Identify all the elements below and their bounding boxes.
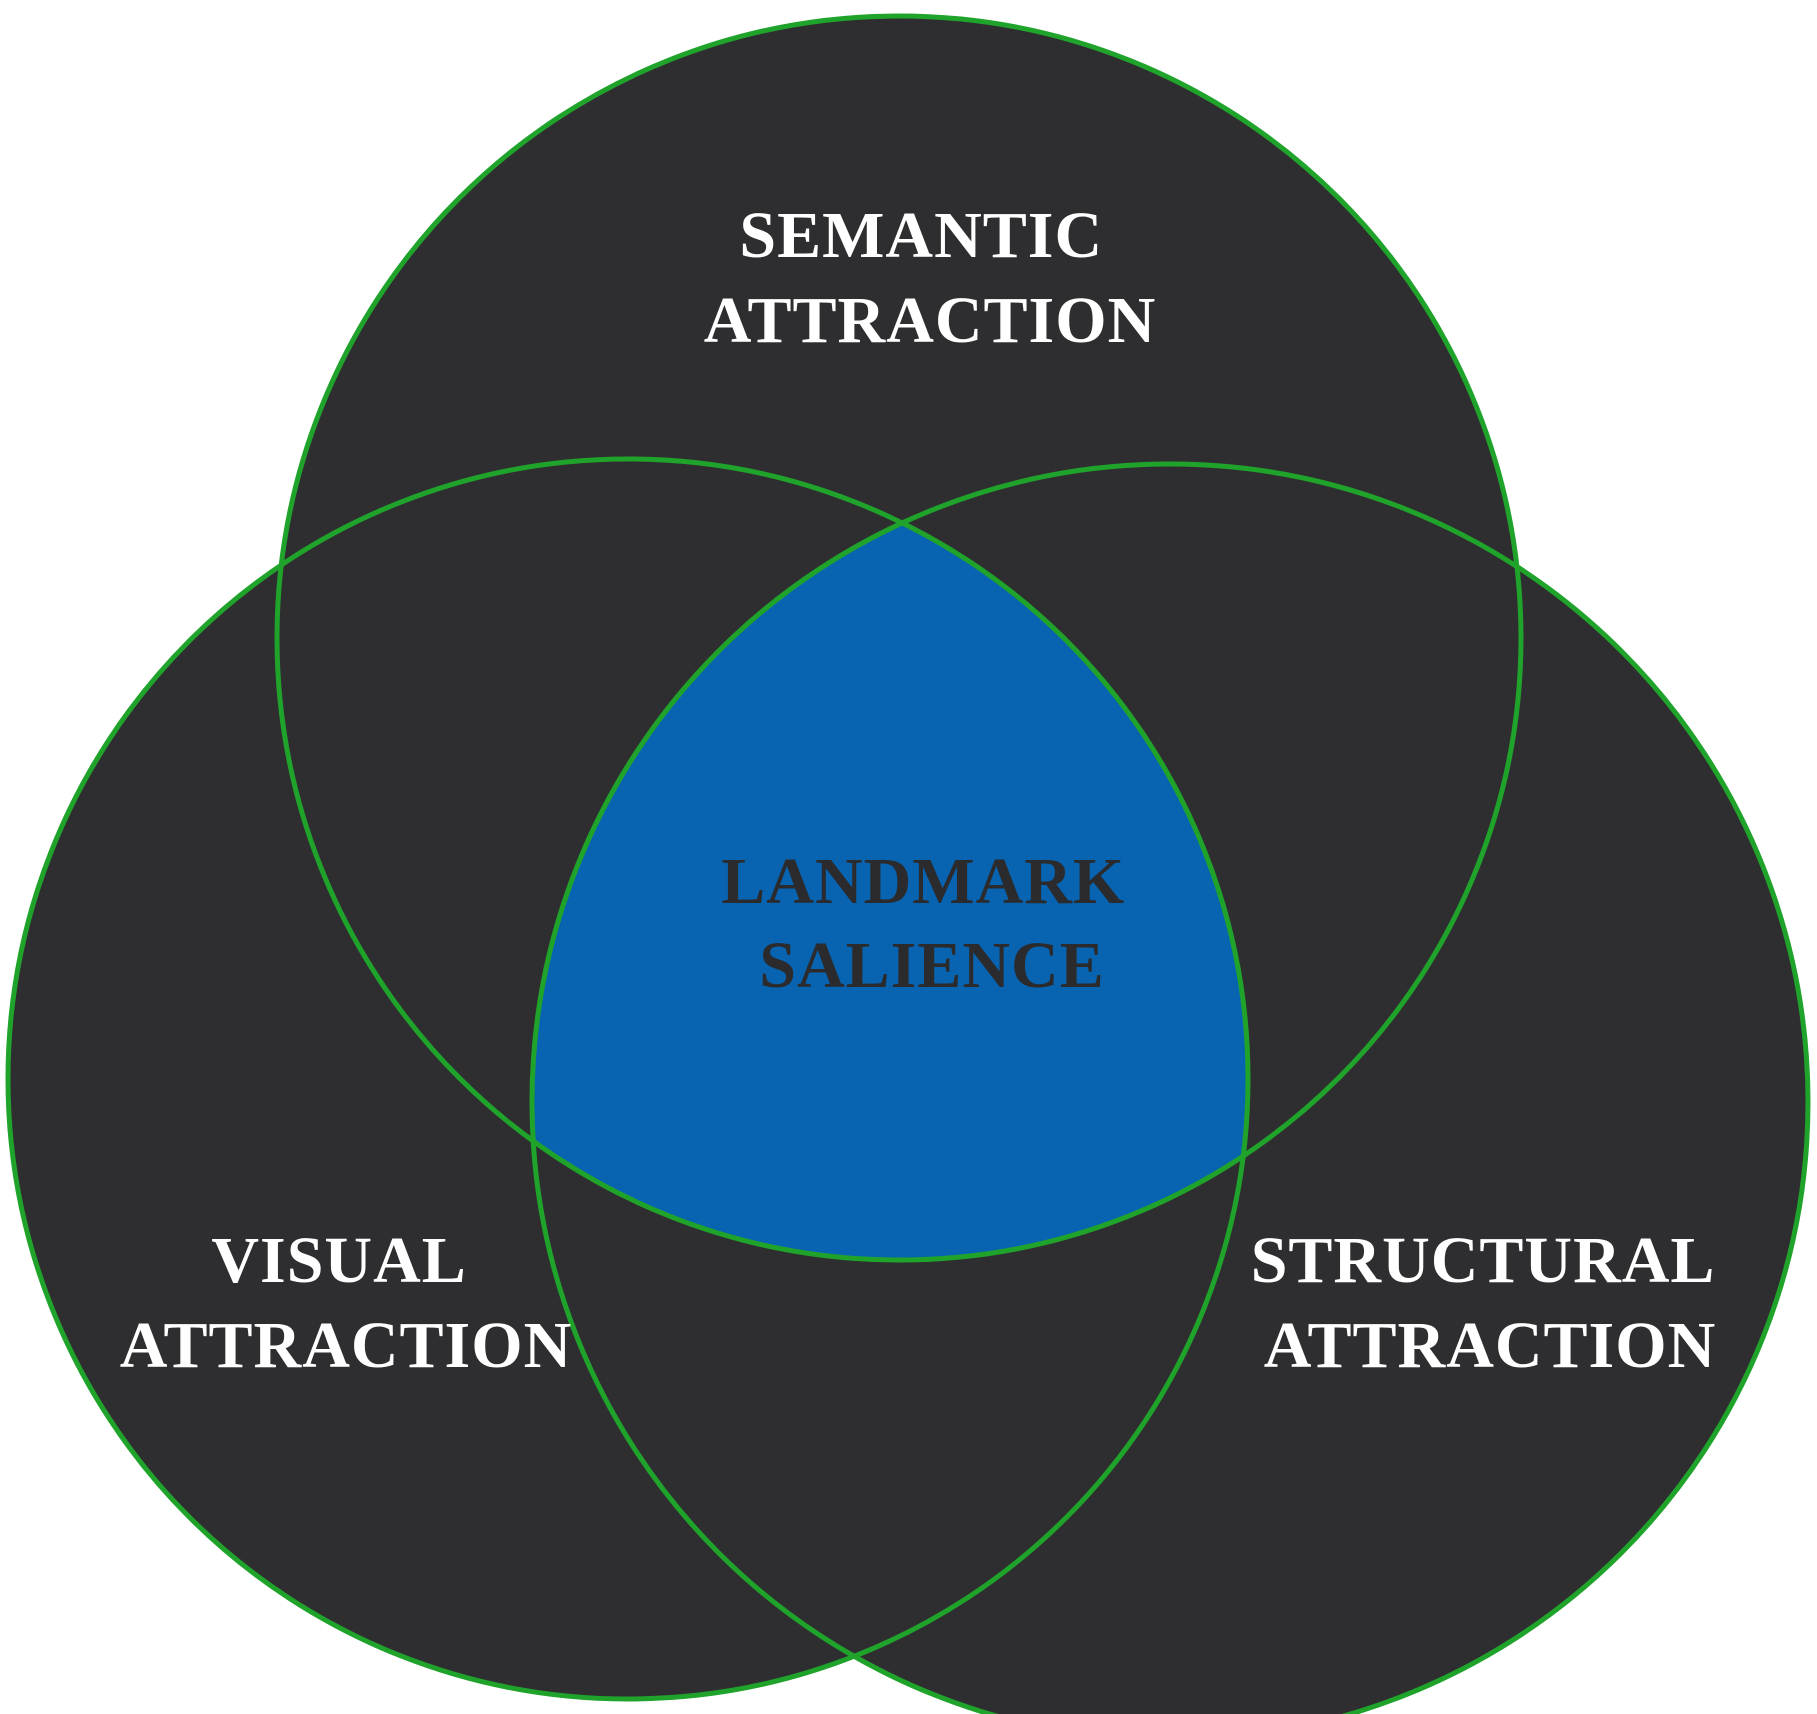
structural-circle-outline	[529, 461, 1811, 1714]
landmark-salience-label: LANDMARK SALIENCE	[721, 845, 1142, 1002]
structural-attraction-label: STRUCTURAL ATTRACTION	[1251, 1224, 1730, 1382]
semantic-circle-outline	[274, 13, 1524, 1263]
semantic-attraction-label: SEMANTIC ATTRACTION	[704, 199, 1157, 357]
landmark-salience-region	[532, 464, 1248, 1260]
visual-attraction-label: VISUAL ATTRACTION	[120, 1224, 573, 1382]
visual-circle-outline	[5, 456, 1251, 1702]
